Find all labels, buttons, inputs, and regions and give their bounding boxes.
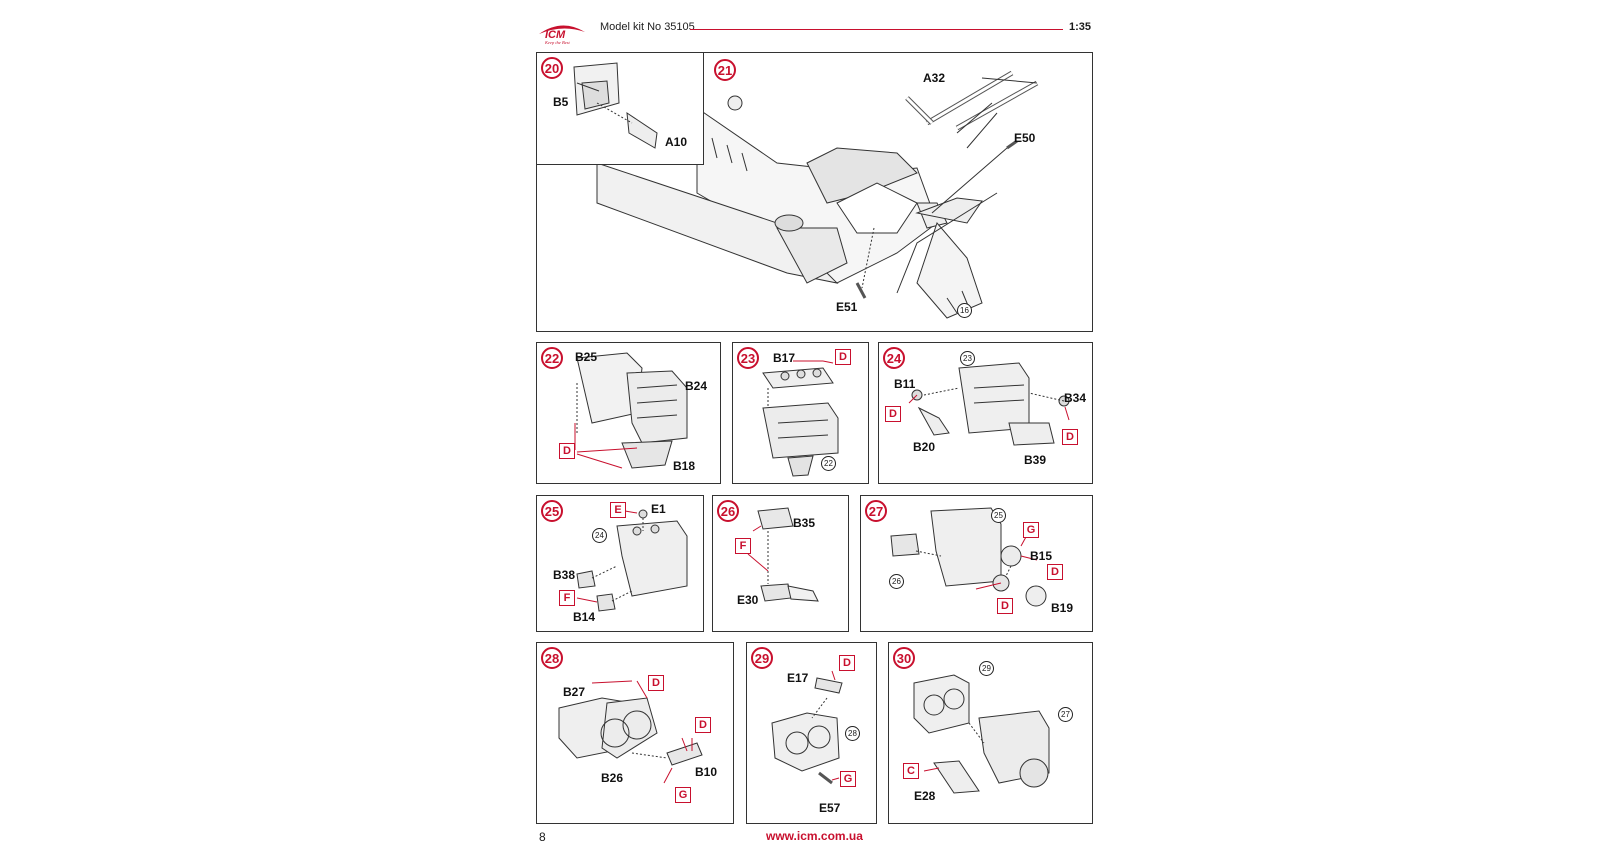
paint-code-d: D	[695, 717, 711, 733]
step-30-number: 30	[893, 647, 915, 669]
part-b18: B18	[673, 459, 696, 473]
step-25-number: 25	[541, 500, 563, 522]
step-21-panel: 21 A32 E50 E51 16	[536, 52, 1093, 332]
step-29-number: 29	[751, 647, 773, 669]
kit-title: Model kit No 35105	[600, 21, 695, 33]
step-22-panel: 22 B25 B24 B18 D	[536, 342, 721, 484]
part-b11: B11	[894, 377, 916, 391]
step-30-panel: 30 29 27 C E28	[888, 642, 1093, 824]
ref-step-26: 26	[889, 574, 904, 589]
step-26-drawing	[747, 507, 819, 602]
paint-code-d: D	[1062, 429, 1078, 445]
part-e50: E50	[1014, 131, 1036, 145]
step-21-number: 21	[714, 59, 736, 81]
paint-code-g: G	[1023, 522, 1039, 538]
ref-step-27: 27	[1058, 707, 1073, 722]
ref-step-16: 16	[957, 303, 972, 318]
step-22-number: 22	[541, 347, 563, 369]
website-link[interactable]: www.icm.com.ua	[766, 829, 863, 843]
paint-code-d: D	[835, 349, 851, 365]
part-a32: A32	[923, 71, 946, 85]
part-b39: B39	[1024, 453, 1047, 467]
step-20-number: 20	[541, 57, 563, 79]
paint-code-d: D	[885, 406, 901, 422]
kit-scale: 1:35	[1069, 21, 1092, 33]
ref-step-29: 29	[979, 661, 994, 676]
part-a10: A10	[665, 135, 688, 149]
paint-code-d: D	[559, 443, 575, 459]
part-e1: E1	[651, 502, 666, 516]
step-23-drawing	[762, 360, 839, 477]
step-23-panel: 23 B17 D 22	[732, 342, 869, 484]
icm-logo: ICM Keep the Best	[539, 25, 585, 45]
part-b14: B14	[573, 610, 596, 624]
step-30-drawing	[913, 674, 1050, 794]
ref-step-22: 22	[821, 456, 836, 471]
paint-code-d: D	[839, 655, 855, 671]
step-27-drawing	[890, 507, 1047, 607]
ref-step-23: 23	[960, 351, 975, 366]
paint-code-d: D	[997, 598, 1013, 614]
part-e30: E30	[737, 593, 759, 607]
step-22-drawing	[574, 352, 688, 469]
paint-code-f: F	[559, 590, 575, 606]
part-e28: E28	[914, 789, 936, 803]
ref-step-24: 24	[592, 528, 607, 543]
part-e17: E17	[787, 671, 809, 685]
step-20-panel: 20 B5 A10	[536, 52, 704, 165]
ref-step-28: 28	[845, 726, 860, 741]
part-e51: E51	[836, 300, 858, 314]
step-26-number: 26	[717, 500, 739, 522]
page-number: 8	[539, 830, 546, 844]
part-b25: B25	[575, 350, 598, 364]
chassis-drawing	[596, 70, 1039, 319]
part-b38: B38	[553, 568, 576, 582]
part-b26: B26	[601, 771, 624, 785]
svg-text:ICM: ICM	[545, 29, 566, 41]
part-b10: B10	[695, 765, 718, 779]
paint-code-d: D	[1047, 564, 1063, 580]
step-29-drawing	[771, 670, 843, 785]
paint-code-g: G	[675, 787, 691, 803]
step-25-drawing	[576, 509, 688, 612]
step-26-panel: 26 B35 F E30	[712, 495, 849, 632]
step-24-panel: 24 23 B11 B34 B20 B39 D D	[878, 342, 1093, 484]
paint-code-c: C	[903, 763, 919, 779]
part-b24: B24	[685, 379, 708, 393]
part-b15: B15	[1030, 549, 1053, 563]
step-24-number: 24	[883, 347, 905, 369]
part-b17: B17	[773, 351, 796, 365]
part-b27: B27	[563, 685, 586, 699]
paint-code-d: D	[648, 675, 664, 691]
step-27-number: 27	[865, 500, 887, 522]
ref-step-25: 25	[991, 508, 1006, 523]
step-25-panel: 25 E E1 24 B38 F B14	[536, 495, 704, 632]
part-b5: B5	[553, 95, 569, 109]
part-b20: B20	[913, 440, 936, 454]
step-27-panel: 27 25 G B15 D 26 D B19	[860, 495, 1093, 632]
part-b19: B19	[1051, 601, 1074, 615]
step-28-number: 28	[541, 647, 563, 669]
step-20-drawing	[573, 62, 658, 149]
part-b34: B34	[1064, 391, 1087, 405]
paint-code-e: E	[610, 502, 626, 518]
step-28-drawing	[558, 680, 703, 784]
step-24-drawing	[908, 362, 1070, 446]
part-b35: B35	[793, 516, 816, 530]
paint-code-g: G	[840, 771, 856, 787]
paint-code-f: F	[735, 538, 751, 554]
step-29-panel: 29 D E17 28 G E57	[746, 642, 877, 824]
svg-text:Keep the Best: Keep the Best	[544, 40, 570, 45]
step-23-number: 23	[737, 347, 759, 369]
step-28-panel: 28 B27 D D B10 B26 G	[536, 642, 734, 824]
header-rule	[690, 29, 1063, 30]
part-e57: E57	[819, 801, 841, 815]
